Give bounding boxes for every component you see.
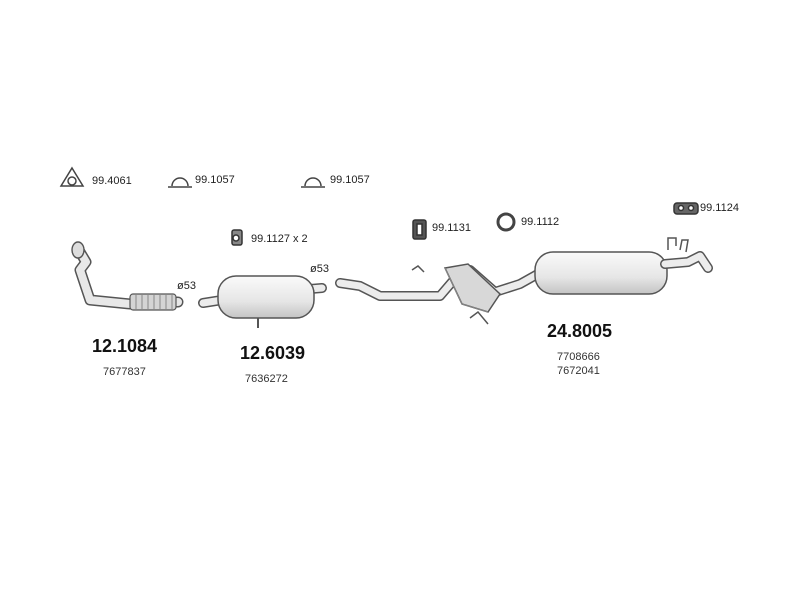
diameter-label: ø53 xyxy=(177,280,196,292)
rubber-mount-icon xyxy=(673,202,699,215)
diameter-label: ø53 xyxy=(310,263,329,275)
ring-gasket-icon xyxy=(496,212,516,232)
hardware-code-label: 99.1131 xyxy=(432,222,471,234)
front-pipe-drawing xyxy=(71,241,184,311)
clamp-icon xyxy=(168,177,192,188)
clamp-icon xyxy=(301,177,325,188)
part-number: 12.6039 xyxy=(240,343,306,363)
part-number: 24.8005 xyxy=(547,321,613,341)
oem-number: 7677837 xyxy=(103,366,146,378)
oem-number: 7636272 xyxy=(245,373,288,385)
center-silencer-drawing xyxy=(198,275,327,328)
oem-number: 7708666 xyxy=(557,351,600,363)
triangle-gasket-icon xyxy=(59,166,85,187)
hardware-code-label: 99.1057 xyxy=(330,174,370,186)
oem-number: 7672041 xyxy=(557,365,600,377)
hardware-code-label: 99.4061 xyxy=(92,175,132,187)
hardware-code-label: 99.1124 xyxy=(700,202,739,214)
rear-section-drawing xyxy=(335,237,713,325)
hardware-code-label: 99.1112 xyxy=(521,216,560,228)
part-number: 12.1084 xyxy=(92,336,158,356)
hardware-code-label: 99.1057 xyxy=(195,174,235,186)
rubber-hanger-icon xyxy=(231,229,243,246)
rubber-hanger-icon xyxy=(412,219,427,240)
hardware-code-label: 99.1127 x 2 xyxy=(251,233,308,245)
